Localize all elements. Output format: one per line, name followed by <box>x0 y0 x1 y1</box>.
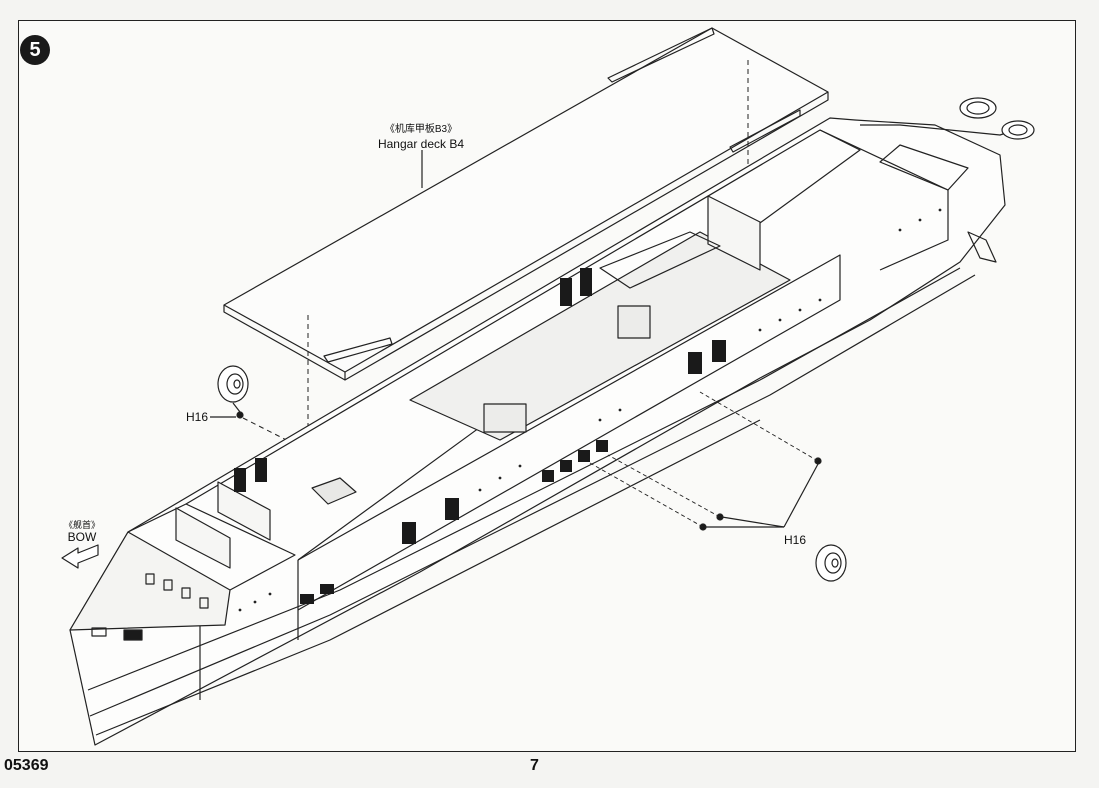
part-h16-upper <box>210 365 249 419</box>
porthole-row <box>238 208 942 612</box>
step-number-badge: 5 <box>20 35 50 65</box>
hangar-deck-label-en: Hangar deck B4 <box>377 137 465 151</box>
part-label-h16-upper: H16 <box>186 410 209 424</box>
page-number: 7 <box>530 757 539 774</box>
hangar-deck-plate <box>223 27 829 381</box>
hangar-deck-label-cn: 《机库甲板B3》 <box>384 124 458 135</box>
bow-arrow <box>61 544 99 569</box>
bow-label-cn: 《舰首》 <box>63 520 100 530</box>
product-code: 05369 <box>4 757 49 774</box>
bow-label-en: BOW <box>67 530 97 544</box>
part-label-h16-lower: H16 <box>784 533 807 547</box>
hull-openings <box>234 268 726 604</box>
part-h16-lower <box>589 391 847 582</box>
hull <box>69 97 1035 746</box>
